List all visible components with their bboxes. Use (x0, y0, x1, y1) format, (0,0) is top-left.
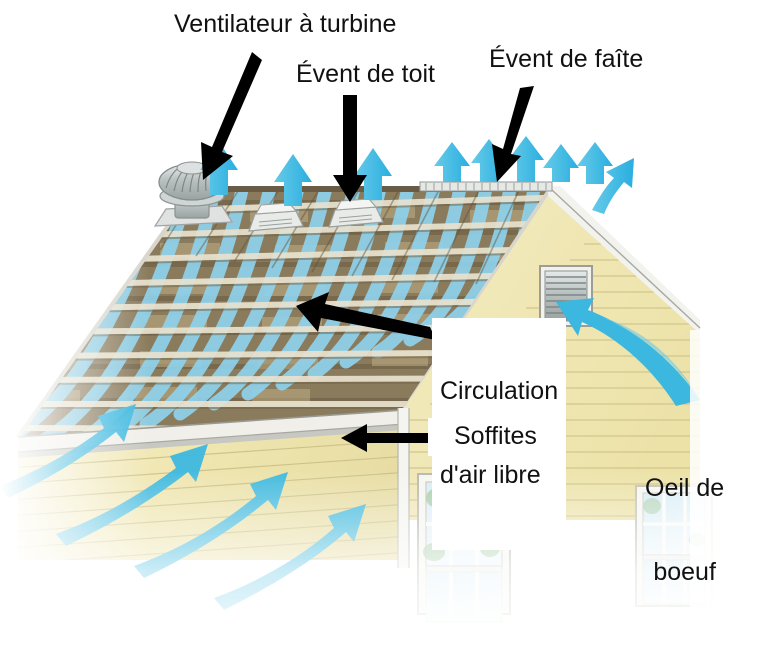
pointer-soffites (341, 424, 428, 452)
label-ridge-vent: Évent de faîte (489, 45, 644, 73)
label-gable-vent-line2: boeuf (653, 558, 716, 586)
gable-rake-trim (548, 186, 700, 334)
exhaust-airflow-arrows (200, 136, 634, 214)
ridge-vent-slots (425, 183, 547, 190)
pointer-arrows (201, 52, 534, 452)
label-soffits: Soffites (428, 418, 563, 456)
ridge-vent (419, 181, 553, 192)
vent-louvers-2 (338, 214, 373, 223)
vent-louvers-1 (258, 218, 293, 227)
pointer-turbine (201, 52, 262, 180)
label-air-circulation-line2: d'air libre (440, 461, 541, 489)
right-fade (690, 330, 770, 654)
gable-vent-intake-arrow (556, 298, 700, 406)
pointer-circulation (296, 292, 436, 340)
label-gable-vent: Oeil de boeuf (645, 418, 724, 642)
pointer-ridge-vent (492, 86, 534, 182)
bottom-fade (0, 470, 770, 654)
label-turbine-vent: Ventilateur à turbine (174, 10, 397, 38)
pointer-roof-vent (333, 95, 367, 202)
label-roof-vent: Évent de toit (296, 60, 435, 88)
label-gable-vent-line1: Oeil de (645, 474, 725, 502)
box-roof-vent-2 (328, 198, 384, 228)
label-air-circulation-line1: Circulation (440, 377, 559, 405)
